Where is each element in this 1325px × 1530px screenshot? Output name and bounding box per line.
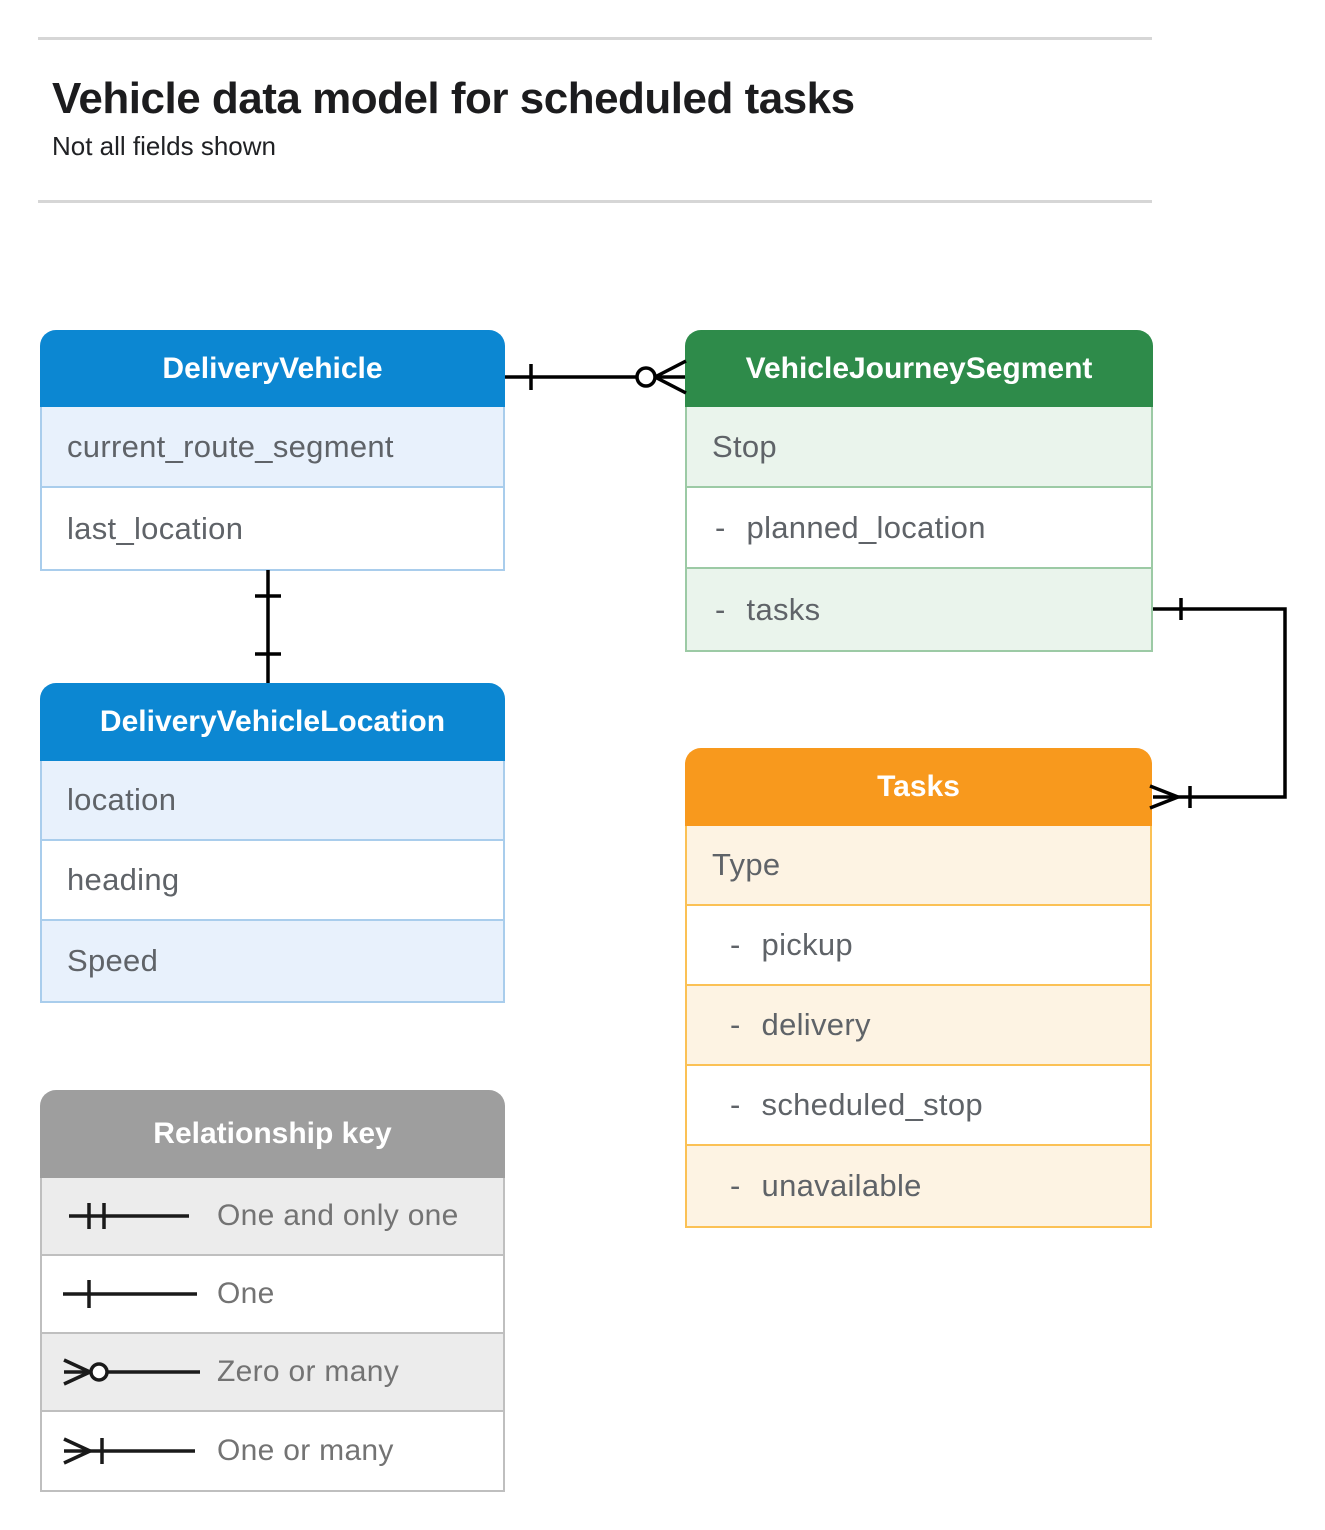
entity-body-delivery-vehicle-location: location heading Speed xyxy=(40,761,505,1003)
zero-or-many-icon xyxy=(63,1358,200,1386)
divider-bottom xyxy=(38,200,1152,203)
field-unavailable: - unavailable xyxy=(687,1146,1150,1226)
field-tasks: - tasks xyxy=(687,569,1151,650)
entity-body-delivery-vehicle: current_route_segment last_location xyxy=(40,407,505,571)
page-title: Vehicle data model for scheduled tasks xyxy=(52,74,855,123)
field-scheduled-stop: - scheduled_stop xyxy=(687,1066,1150,1146)
field-delivery: - delivery xyxy=(687,986,1150,1066)
field-planned-location: - planned_location xyxy=(687,488,1151,569)
entity-tasks: Tasks Type - pickup - delivery - schedul… xyxy=(685,748,1152,1228)
legend-row-one-and-only-one: One and only one xyxy=(42,1178,503,1256)
entity-body-tasks: Type - pickup - delivery - scheduled_sto… xyxy=(685,826,1152,1228)
divider-top xyxy=(38,37,1152,40)
entity-body-vehicle-journey-segment: Stop - planned_location - tasks xyxy=(685,407,1153,652)
legend-label: One or many xyxy=(217,1434,394,1467)
entity-vehicle-journey-segment: VehicleJourneySegment Stop - planned_loc… xyxy=(685,330,1153,652)
field-heading: heading xyxy=(42,841,503,921)
entity-header-delivery-vehicle-location: DeliveryVehicleLocation xyxy=(40,683,505,761)
entity-header-delivery-vehicle: DeliveryVehicle xyxy=(40,330,505,407)
one-or-many-icon xyxy=(63,1437,195,1465)
one-icon xyxy=(63,1280,197,1308)
connector-vehiclejourneysegment-tasks xyxy=(1149,598,1287,810)
connector-deliveryvehicle-deliveryvehiclelocation xyxy=(255,570,281,683)
entity-delivery-vehicle-location: DeliveryVehicleLocation location heading… xyxy=(40,683,505,1003)
field-current-route-segment: current_route_segment xyxy=(42,407,503,488)
entity-header-tasks: Tasks xyxy=(685,748,1152,826)
entity-delivery-vehicle: DeliveryVehicle current_route_segment la… xyxy=(40,330,505,571)
legend-label: Zero or many xyxy=(217,1355,399,1388)
field-last-location: last_location xyxy=(42,488,503,569)
field-pickup: - pickup xyxy=(687,906,1150,986)
connector-deliveryvehicle-vehiclejourneysegment xyxy=(505,359,687,395)
relationship-key: Relationship key One and only one One xyxy=(40,1090,505,1492)
field-type: Type xyxy=(687,826,1150,906)
legend-row-one-or-many: One or many xyxy=(42,1412,503,1490)
legend-label: One and only one xyxy=(217,1199,459,1232)
field-location: location xyxy=(42,761,503,841)
legend-label: One xyxy=(217,1277,275,1310)
legend-row-one: One xyxy=(42,1256,503,1334)
field-speed: Speed xyxy=(42,921,503,1001)
legend-row-zero-or-many: Zero or many xyxy=(42,1334,503,1412)
page-subtitle: Not all fields shown xyxy=(52,131,276,161)
entity-header-vehicle-journey-segment: VehicleJourneySegment xyxy=(685,330,1153,407)
one-and-only-one-icon xyxy=(69,1203,189,1229)
relationship-key-body: One and only one One Zero or many xyxy=(40,1178,505,1492)
field-stop: Stop xyxy=(687,407,1151,488)
relationship-key-header: Relationship key xyxy=(40,1090,505,1178)
